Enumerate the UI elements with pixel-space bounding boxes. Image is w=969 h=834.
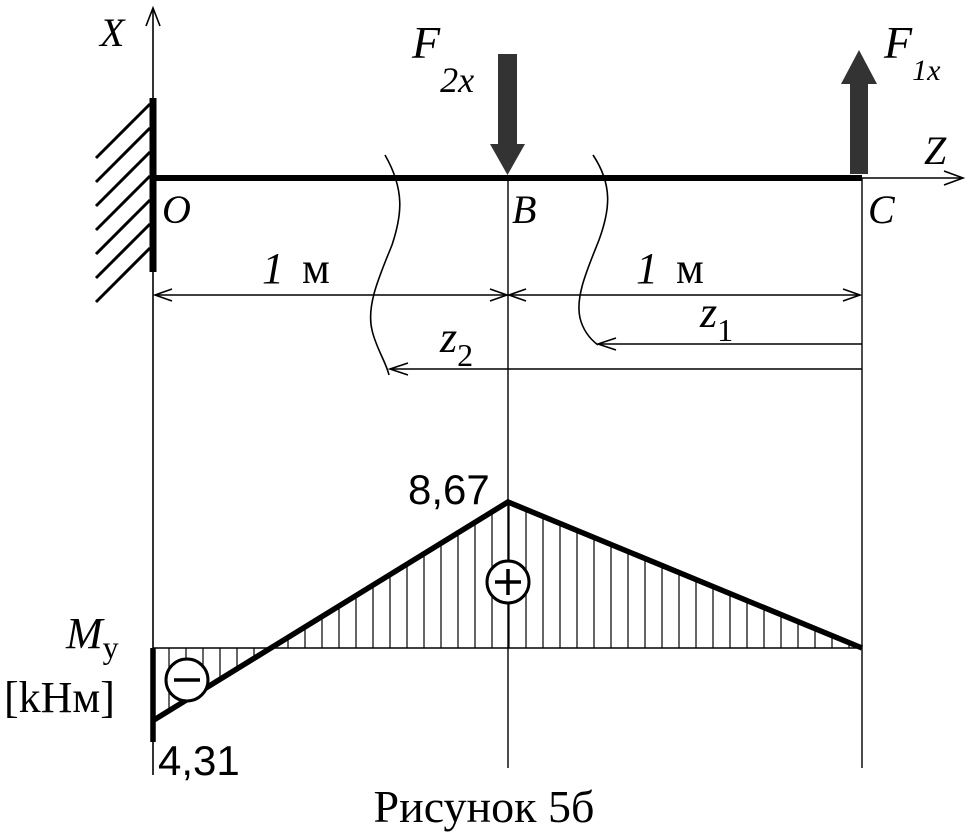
moment-label-subscript: y [103, 629, 119, 665]
support-hatching [94, 102, 152, 304]
moment-label: My [65, 609, 119, 665]
negative-sign-icon [164, 657, 210, 703]
z1-arrowhead [595, 337, 617, 351]
moment-curve [151, 498, 864, 723]
z1-label: z1 [699, 288, 733, 348]
force-f1x-label: F1x [883, 17, 941, 87]
force-f2x-arrow [490, 54, 525, 175]
z2-label: z2 [439, 313, 473, 373]
section-cut-z1 [578, 154, 609, 346]
moment-value-b: 8,67 [408, 466, 490, 513]
moment-unit-label: [kHм] [4, 673, 115, 722]
force-f2x-symbol: F [411, 17, 441, 68]
force-f1x-subscript: 1x [912, 54, 941, 87]
axis-z-arrowhead [943, 170, 966, 186]
span-1-unit: м [302, 244, 330, 293]
z2-arrowhead [387, 362, 409, 376]
z1-subscript: 1 [717, 312, 733, 348]
point-b-label: B [512, 187, 536, 232]
axis-x-label: X [98, 10, 126, 55]
force-f2x-subscript: 2x [440, 60, 474, 100]
section-cut-z2 [369, 154, 401, 376]
span-2-unit: м [676, 244, 704, 293]
axis-x-arrowhead [145, 5, 161, 27]
force-f1x-symbol: F [883, 17, 913, 68]
axis-z-label: Z [924, 128, 947, 173]
moment-label-symbol: M [65, 609, 105, 658]
dim-arrow-c [842, 288, 863, 302]
span-2-number: 1 [636, 244, 658, 293]
z2-subscript: 2 [457, 337, 473, 373]
force-f1x-arrow [841, 50, 877, 174]
point-o-label: O [162, 187, 191, 232]
figure-caption: Рисунок 5б [374, 781, 595, 832]
moment-hatching [168, 502, 850, 711]
dim-arrow-o [152, 288, 173, 302]
point-c-label: C [868, 187, 896, 232]
positive-sign-icon [485, 559, 531, 605]
force-f2x-label: F2x [411, 17, 474, 100]
z1-symbol: z [699, 288, 717, 337]
dim-arrow-b-right [506, 288, 527, 302]
moment-value-o: 4,31 [158, 737, 240, 784]
span-1-number: 1 [262, 244, 284, 293]
z2-symbol: z [439, 313, 457, 362]
